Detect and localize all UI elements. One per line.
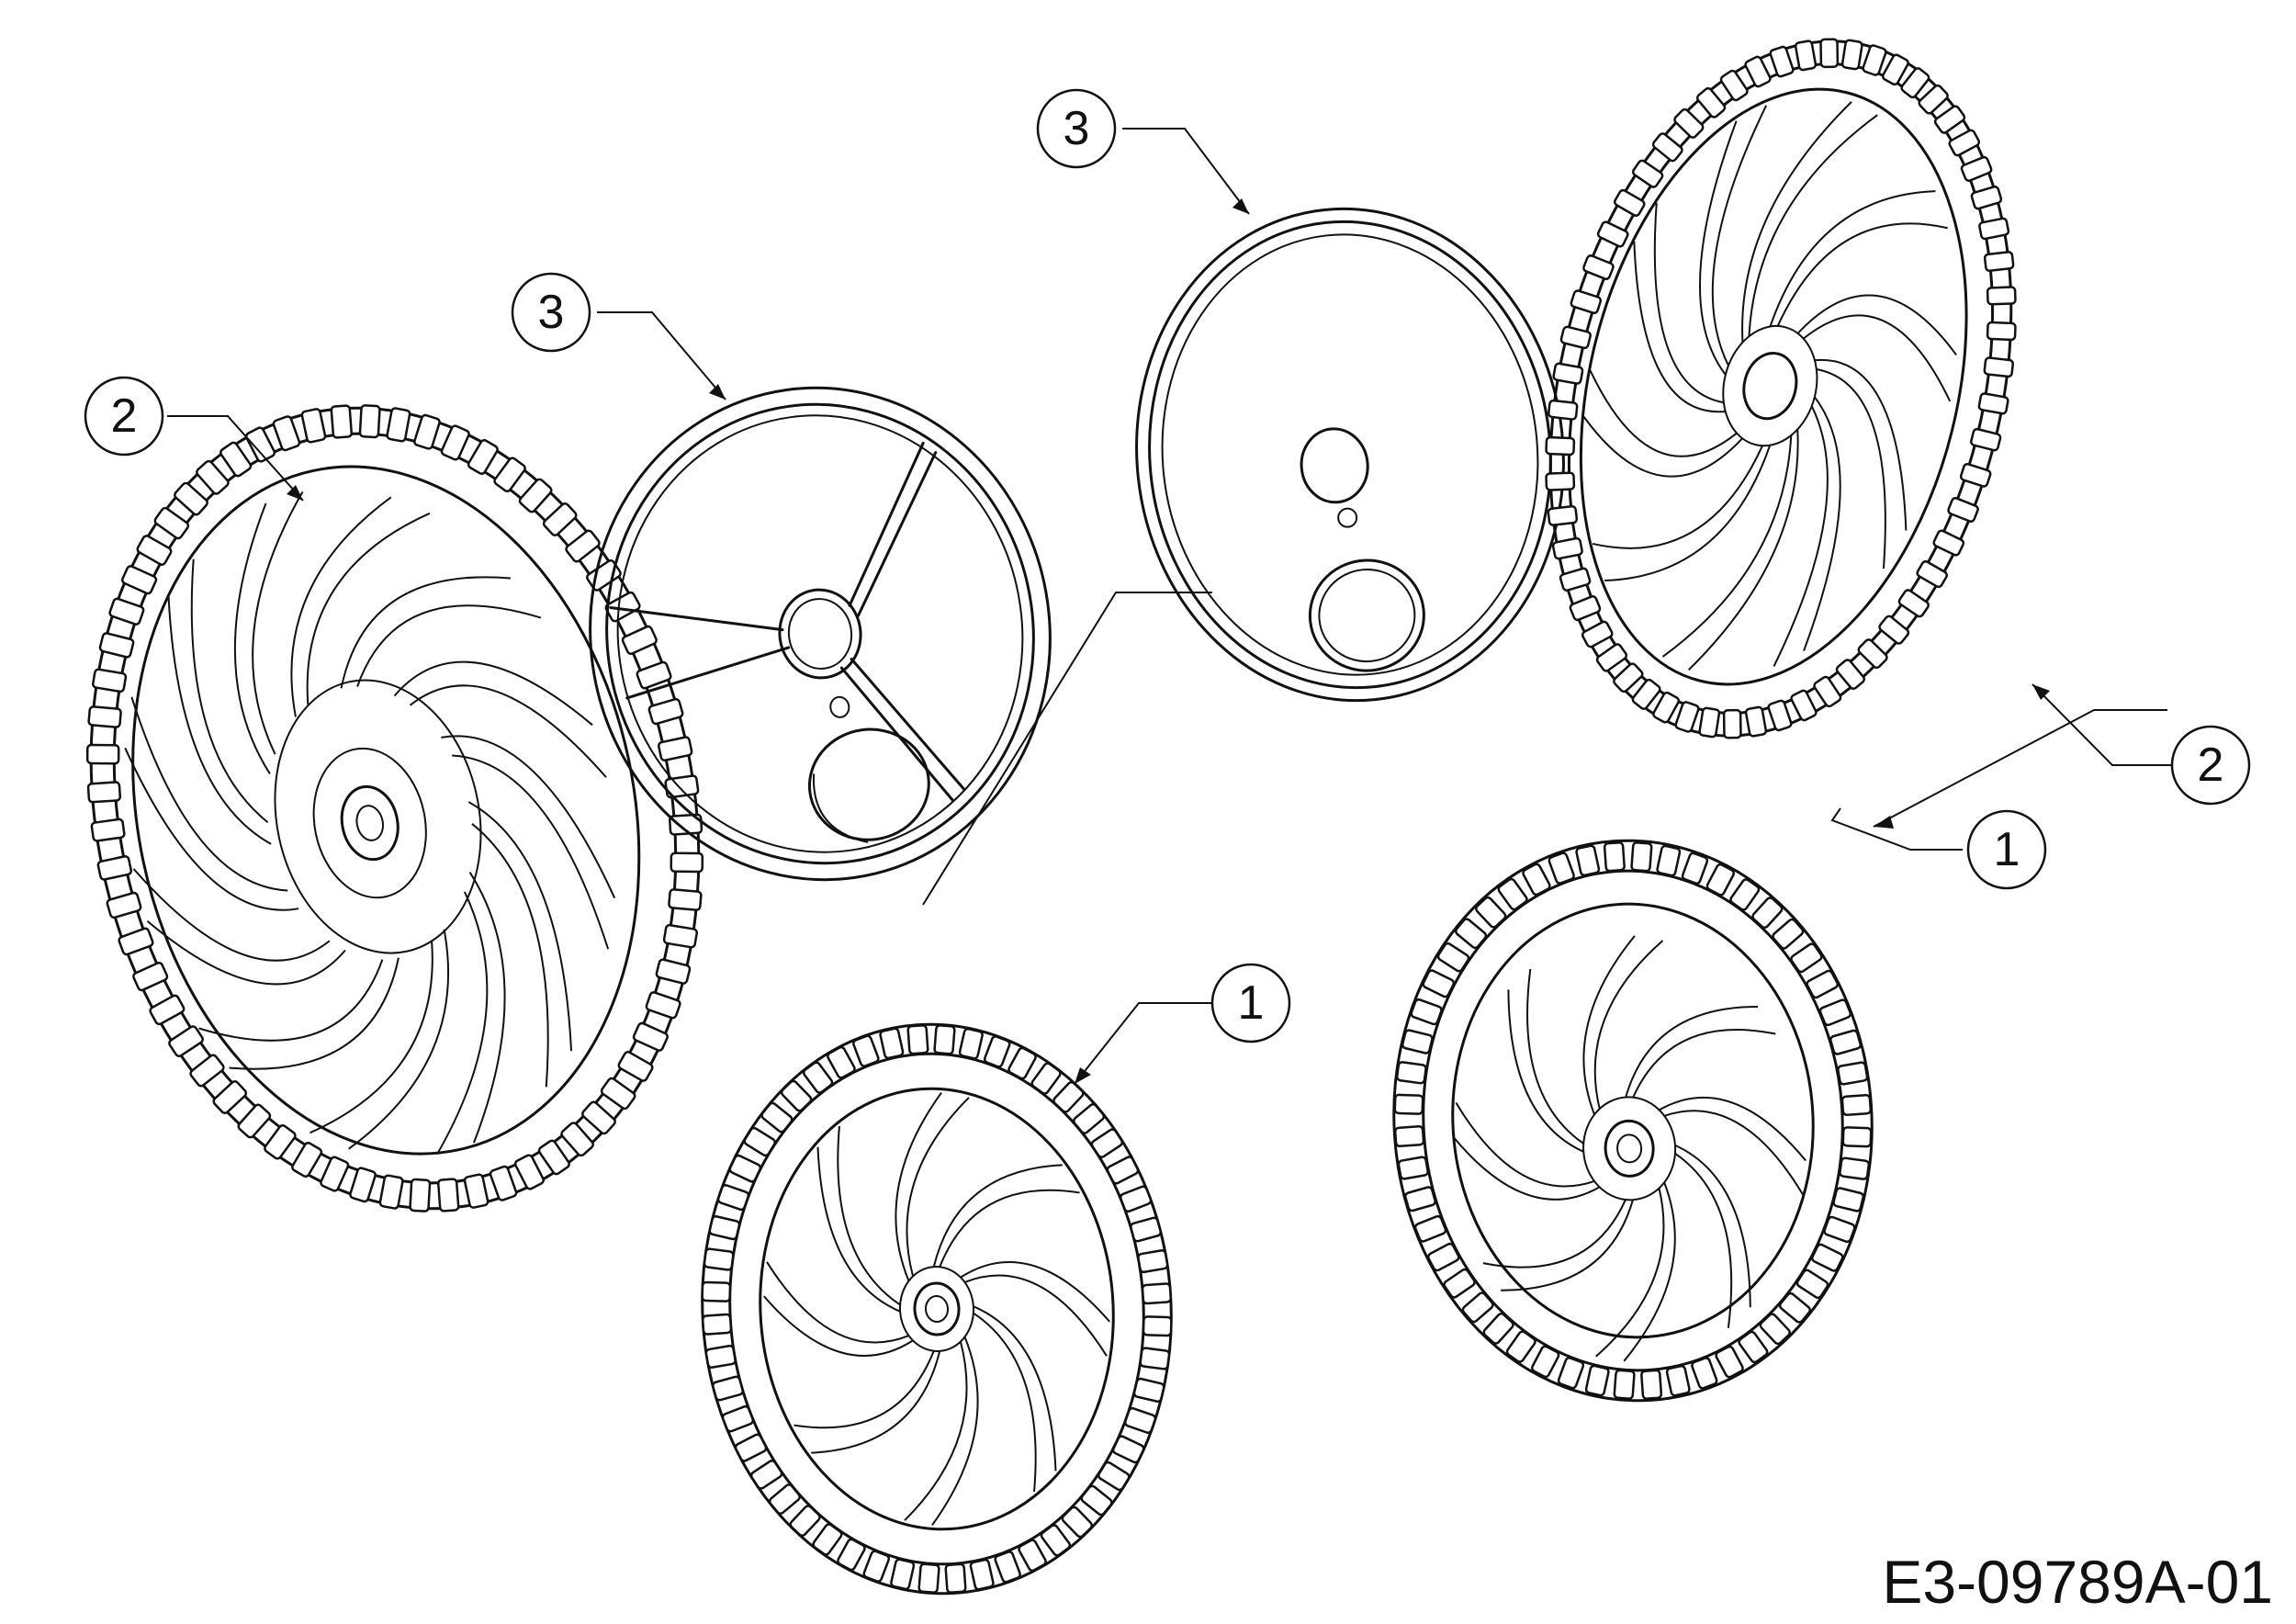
rear-wheel-right	[1545, 38, 2017, 739]
svg-text:3: 3	[1064, 102, 1090, 155]
svg-text:2: 2	[2198, 739, 2224, 792]
front-wheel-right	[1392, 839, 1874, 1403]
callout-3-left: 3	[511, 272, 591, 353]
svg-text:1: 1	[1994, 823, 2020, 876]
arrowheads	[287, 198, 2050, 1084]
svg-text:1: 1	[1238, 976, 1265, 1030]
callout-3-right: 3	[1036, 88, 1117, 169]
svg-text:2: 2	[111, 389, 138, 443]
svg-text:3: 3	[538, 286, 565, 339]
drawing-code: E3-09789A-01	[1882, 1548, 2273, 1616]
callout-2-right: 2	[2170, 725, 2251, 806]
callout-1-center: 1	[1210, 963, 1291, 1043]
leader-lines	[167, 128, 2211, 1085]
hubcap-right	[1135, 207, 1565, 703]
front-wheel-center	[701, 1022, 1173, 1596]
callout-1-right: 1	[1966, 809, 2047, 890]
callout-2-left: 2	[84, 376, 164, 457]
rear-wheel-left	[85, 404, 704, 1212]
hubcap-left	[589, 386, 1052, 882]
